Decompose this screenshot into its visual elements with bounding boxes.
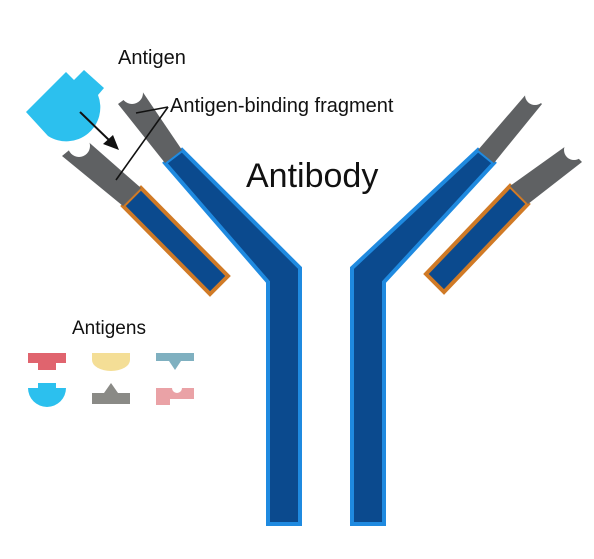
red-antigen-icon xyxy=(28,353,66,370)
heavy-chain-right-body xyxy=(350,147,497,526)
heavy-variable-region-left xyxy=(118,88,182,163)
arrow-head-icon xyxy=(103,135,119,150)
gray-antigen-icon xyxy=(92,383,130,404)
binding-arrow xyxy=(79,111,119,150)
antigen-legend xyxy=(28,353,194,407)
antigens-legend-label: Antigens xyxy=(72,318,146,339)
fragment-leader-lines xyxy=(115,106,169,181)
antibody-title: Antibody xyxy=(246,157,378,195)
light-variable-region-right xyxy=(510,146,582,204)
binding-fragment-label: Antigen-binding fragment xyxy=(170,95,394,117)
antigen-label: Antigen xyxy=(118,47,186,69)
heavy-chain-left xyxy=(162,147,302,526)
pink-antigen-icon xyxy=(156,388,194,405)
heavy-variable-region-right xyxy=(478,92,542,163)
blue-antigen-icon xyxy=(28,383,66,407)
heavy-chain-left-body xyxy=(162,147,302,526)
heavy-chain-right xyxy=(350,147,497,526)
notch-right-heavy xyxy=(525,85,545,105)
bound-antigen xyxy=(26,70,104,142)
notch-right-light xyxy=(564,140,584,160)
yellow-antigen-icon xyxy=(92,353,130,371)
teal-antigen-icon xyxy=(156,353,194,370)
notch-left-heavy xyxy=(121,82,143,104)
